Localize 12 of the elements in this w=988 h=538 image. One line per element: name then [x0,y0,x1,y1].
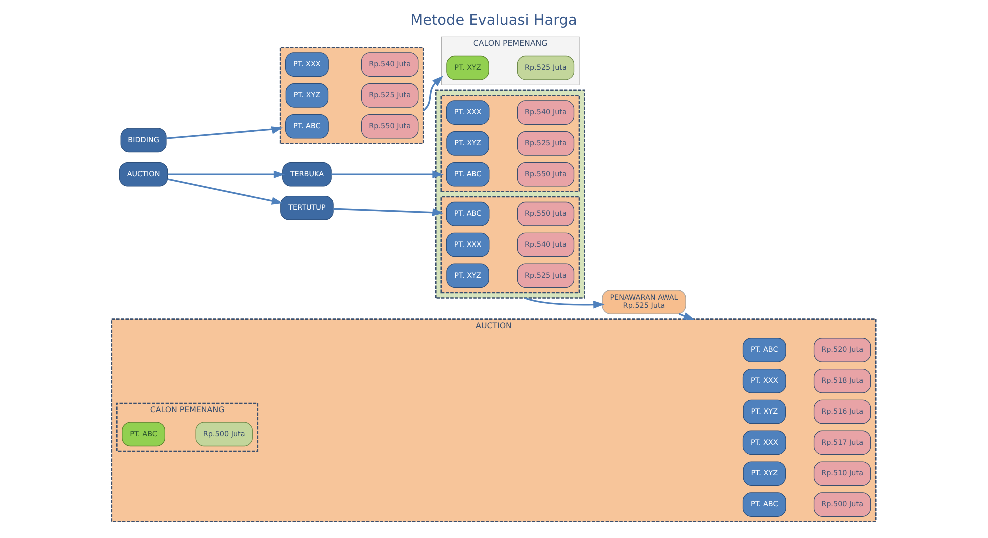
arrow [332,170,444,179]
arrow [168,178,284,205]
cluster [280,47,424,144]
diagram-title: Metode Evaluasi Harga [410,13,578,30]
cluster [435,90,586,299]
arrow [168,170,286,179]
arrow [423,76,444,112]
arrow [524,297,605,309]
arrow [166,126,283,140]
arrow [334,208,444,216]
cluster [440,196,580,294]
cluster [440,95,580,192]
